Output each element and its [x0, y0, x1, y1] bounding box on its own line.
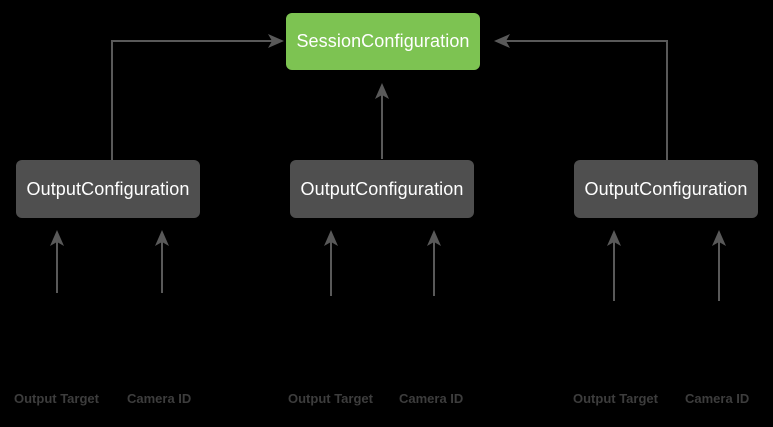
leaf-label-right-output-target: Output Target	[573, 391, 658, 406]
connector-left-elbow	[111, 40, 276, 160]
connector-right-camera-id-arrowhead	[712, 230, 726, 246]
connector-right-output-target-arrowhead	[607, 230, 621, 246]
output-configuration-node-middle[interactable]: OutputConfiguration	[290, 160, 474, 218]
leaf-label-left-output-target: Output Target	[14, 391, 99, 406]
connector-middle-camera-id-arrowhead	[427, 230, 441, 246]
connector-left-camera-id-arrowhead	[155, 230, 169, 246]
connector-middle-arrowhead	[375, 83, 389, 99]
connector-right-arrowhead	[494, 34, 510, 48]
output-configuration-node-right[interactable]: OutputConfiguration	[574, 160, 758, 218]
connector-right-elbow	[503, 40, 668, 160]
connector-middle-output-target-arrowhead	[324, 230, 338, 246]
connector-left-arrowhead	[268, 34, 284, 48]
leaf-label-middle-camera-id: Camera ID	[399, 391, 464, 406]
leaf-label-right-camera-id: Camera ID	[685, 391, 750, 406]
output-configuration-node-left[interactable]: OutputConfiguration	[16, 160, 200, 218]
leaf-label-left-camera-id: Camera ID	[127, 391, 192, 406]
connector-left-output-target-arrowhead	[50, 230, 64, 246]
session-configuration-node[interactable]: SessionConfiguration	[286, 13, 480, 70]
leaf-label-middle-output-target: Output Target	[288, 391, 373, 406]
